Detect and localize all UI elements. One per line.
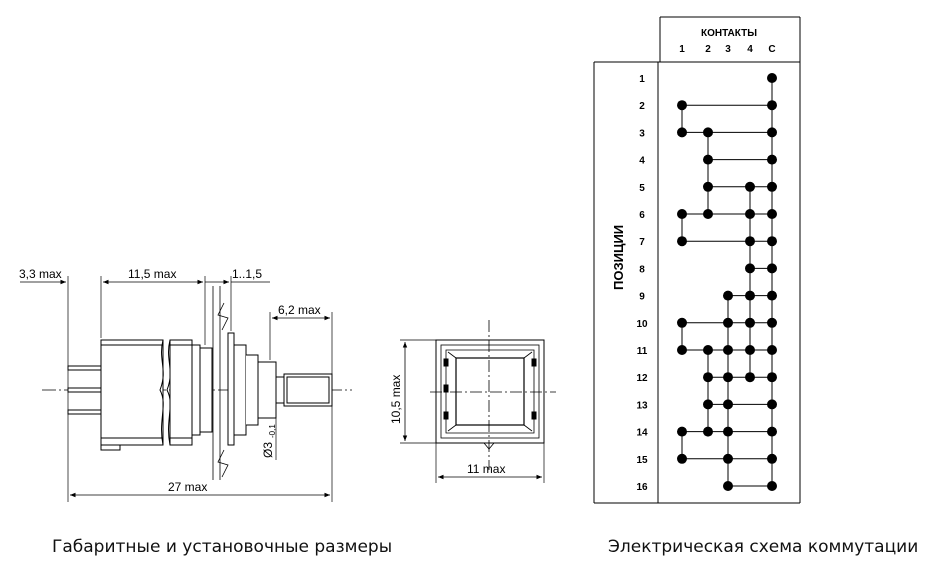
position-label-5: 5	[639, 183, 645, 194]
contact-dot	[767, 481, 777, 491]
position-label-16: 16	[636, 482, 648, 493]
contact-label-1: 1	[679, 44, 685, 55]
contact-dot	[767, 263, 777, 274]
terminal-pins	[67, 365, 102, 415]
contact-dot	[703, 181, 713, 192]
contact-dot	[723, 372, 733, 383]
contact-dot	[723, 290, 733, 301]
contact-dot	[767, 73, 777, 83]
contact-dot	[767, 345, 777, 355]
dim-27-label: 27 max	[168, 480, 207, 494]
position-label-10: 10	[636, 319, 648, 330]
contact-dot	[677, 453, 687, 464]
positions-axis-label: ПОЗИЦИИ	[611, 225, 626, 290]
contact-dot	[677, 317, 687, 328]
contact-dot	[767, 372, 777, 383]
switch-body	[100, 286, 333, 480]
position-label-3: 3	[639, 128, 645, 139]
contact-dot	[745, 372, 755, 383]
contact-label-5: С	[768, 44, 775, 55]
position-label-13: 13	[636, 400, 648, 411]
contact-dot	[745, 290, 755, 301]
contact-dot	[723, 345, 733, 355]
contact-dot	[723, 453, 733, 464]
dim-11-5-label: 11,5 max	[128, 267, 176, 281]
position-label-11: 11	[637, 346, 648, 357]
dim-height-label: 10,5 max	[389, 375, 403, 424]
contact-dot	[703, 154, 713, 165]
contact-dot	[703, 345, 713, 355]
contact-dot	[745, 317, 755, 328]
dim-width-label: 11 max	[467, 462, 505, 476]
dim-diameter-tolerance: -0,1	[268, 424, 277, 438]
contact-dot	[703, 127, 713, 138]
connection-diagram	[677, 73, 777, 491]
dim-3-3-label: 3,3 max	[19, 267, 62, 281]
position-label-15: 15	[636, 455, 648, 466]
contact-dot	[767, 453, 777, 464]
contact-dot	[677, 345, 687, 355]
dim-6-2-label: 6,2 max	[278, 303, 321, 317]
dim-diameter-label: Ø3 -0,1	[261, 424, 277, 458]
contact-dot	[767, 399, 777, 410]
extension-lines	[67, 276, 333, 502]
contacts-header: КОНТАКТЫ	[701, 28, 757, 39]
contact-dot	[767, 317, 777, 328]
contact-label-4: 4	[747, 44, 753, 55]
contact-dot	[677, 236, 687, 247]
contact-label-3: 3	[725, 44, 731, 55]
position-label-14: 14	[636, 428, 648, 439]
contact-dot	[703, 399, 713, 410]
contact-dot	[745, 345, 755, 355]
contact-dot	[723, 426, 733, 437]
position-label-2: 2	[639, 101, 645, 112]
contact-dot	[703, 372, 713, 383]
contact-dot	[767, 236, 777, 247]
contact-dot	[745, 209, 755, 219]
position-label-6: 6	[639, 210, 645, 221]
contact-dot	[703, 426, 713, 437]
dim-1-1-5-label: 1..1,5	[232, 267, 262, 281]
contact-dot	[767, 209, 777, 219]
caption-switching-scheme: Электрическая схема коммутации	[608, 537, 919, 557]
contact-dot	[723, 399, 733, 410]
position-label-12: 12	[636, 373, 648, 384]
position-label-4: 4	[639, 156, 645, 167]
contact-dot	[677, 209, 687, 219]
contact-dot	[723, 317, 733, 328]
dimension-lines	[20, 279, 330, 498]
position-label-1: 1	[639, 74, 645, 85]
contact-dot	[745, 181, 755, 192]
dim-diameter-main: Ø3	[261, 442, 275, 458]
contact-dot	[677, 127, 687, 138]
position-label-7: 7	[639, 237, 645, 248]
caption-dimensions: Габаритные и установочные размеры	[52, 537, 393, 557]
position-label-9: 9	[639, 292, 645, 303]
side-view-drawing	[20, 276, 352, 502]
contact-dot	[745, 263, 755, 274]
contact-dot	[767, 154, 777, 165]
contact-dot	[767, 181, 777, 192]
contact-dot	[767, 290, 777, 301]
contact-dot	[677, 426, 687, 437]
contact-dot	[767, 426, 777, 437]
contact-dot	[677, 100, 687, 111]
front-view-drawing	[400, 320, 556, 483]
contact-dot	[703, 209, 713, 219]
position-label-8: 8	[639, 264, 645, 275]
contact-labels: 1 2 3 4 С	[679, 44, 775, 55]
contact-dot	[767, 127, 777, 138]
contact-dot	[723, 481, 733, 491]
contact-dot	[745, 236, 755, 247]
switching-table	[593, 16, 801, 504]
contact-dot	[767, 100, 777, 111]
contact-label-2: 2	[705, 44, 711, 55]
